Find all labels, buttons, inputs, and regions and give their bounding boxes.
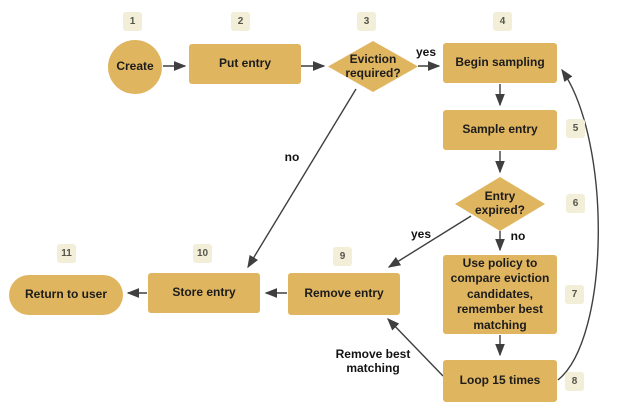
edge-loop-to-remove-entry xyxy=(387,317,444,377)
step-badge-7: 7 xyxy=(565,285,584,304)
edge-label-expired-yes: yes xyxy=(410,227,432,241)
step-badge-10: 10 xyxy=(193,244,212,263)
node-label: Remove entry xyxy=(304,286,384,301)
node-return-to-user[interactable]: Return to user xyxy=(9,275,123,315)
node-label: Begin sampling xyxy=(455,55,545,70)
node-label: Entry expired? xyxy=(474,189,525,217)
node-put-entry[interactable]: Put entry xyxy=(189,44,301,84)
node-label: Eviction required? xyxy=(345,51,401,80)
node-loop-15-times[interactable]: Loop 15 times xyxy=(443,360,557,402)
node-begin-sampling[interactable]: Begin sampling xyxy=(443,43,557,83)
step-badge-5: 5 xyxy=(566,119,585,138)
node-create[interactable]: Create xyxy=(108,40,162,94)
edge-loop-back-to-begin-sampling xyxy=(557,68,599,381)
node-use-policy[interactable]: Use policy to compare eviction candidate… xyxy=(443,255,557,334)
edge-label-eviction-no: no xyxy=(284,150,300,164)
node-label: Store entry xyxy=(172,285,236,300)
edge-label-expired-no: no xyxy=(510,229,526,243)
node-label: Return to user xyxy=(24,287,107,302)
step-badge-8: 8 xyxy=(565,372,584,391)
edge-label-eviction-yes: yes xyxy=(415,45,437,59)
node-remove-entry[interactable]: Remove entry xyxy=(288,273,400,315)
step-badge-4: 4 xyxy=(493,12,512,31)
edge-expired-yes-to-remove-entry xyxy=(387,215,472,268)
step-badge-2: 2 xyxy=(231,12,250,31)
node-sample-entry[interactable]: Sample entry xyxy=(443,110,557,150)
node-label: Put entry xyxy=(218,56,271,71)
step-badge-1: 1 xyxy=(123,12,142,31)
node-label: Use policy to compare eviction candidate… xyxy=(450,255,550,332)
step-badge-11: 11 xyxy=(57,244,76,263)
node-store-entry[interactable]: Store entry xyxy=(148,273,260,313)
node-label: Sample entry xyxy=(462,122,538,137)
step-badge-6: 6 xyxy=(566,194,585,213)
edge-label-remove-best-matching: Remove best matching xyxy=(335,347,411,375)
node-label: Create xyxy=(116,59,154,74)
edge-eviction-no-to-store-entry xyxy=(247,88,357,269)
step-badge-3: 3 xyxy=(357,12,376,31)
node-label: Loop 15 times xyxy=(459,373,541,388)
step-badge-9: 9 xyxy=(333,247,352,266)
